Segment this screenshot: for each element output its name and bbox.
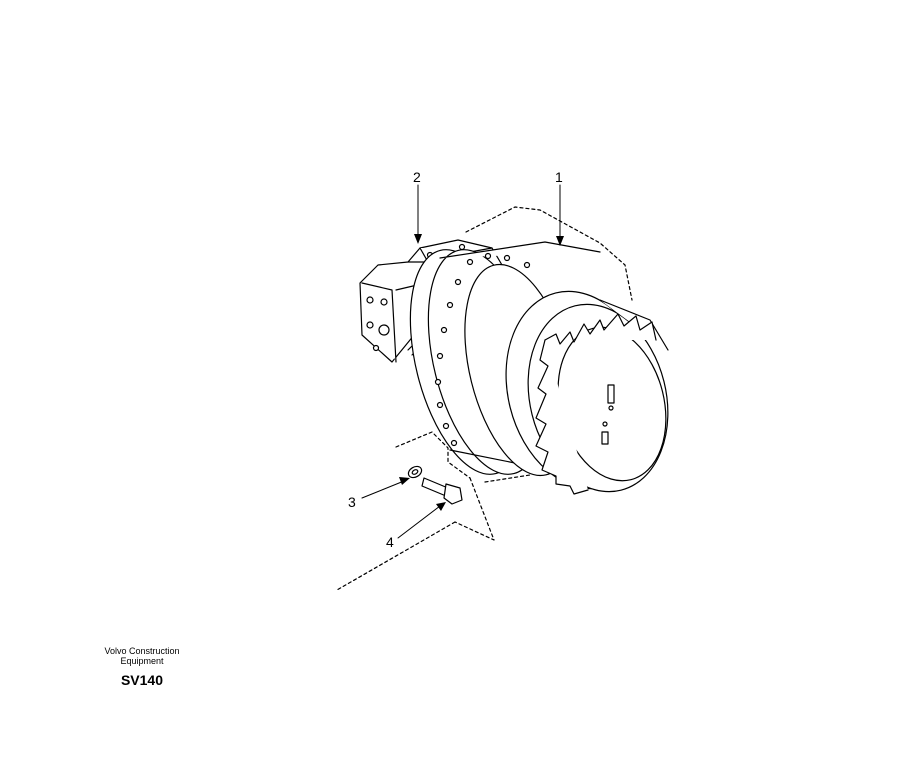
- bolt-part-4: [421, 477, 463, 505]
- company-name-line2: Equipment: [120, 656, 164, 666]
- callout-1: 1: [555, 169, 563, 185]
- leader-arrowheads: [399, 234, 564, 511]
- footer-caption: Volvo Construction Equipment SV140: [92, 646, 192, 688]
- company-name-line1: Volvo Construction: [104, 646, 180, 656]
- callout-4: 4: [386, 534, 394, 550]
- final-drive-part-1: [409, 241, 669, 495]
- callout-3: 3: [348, 494, 356, 510]
- callout-2: 2: [413, 169, 421, 185]
- model-label: SV140: [120, 672, 164, 688]
- washer-part-3: [407, 465, 423, 479]
- leader-lines: [361, 184, 561, 539]
- assembly-phantom-outline: [336, 206, 633, 591]
